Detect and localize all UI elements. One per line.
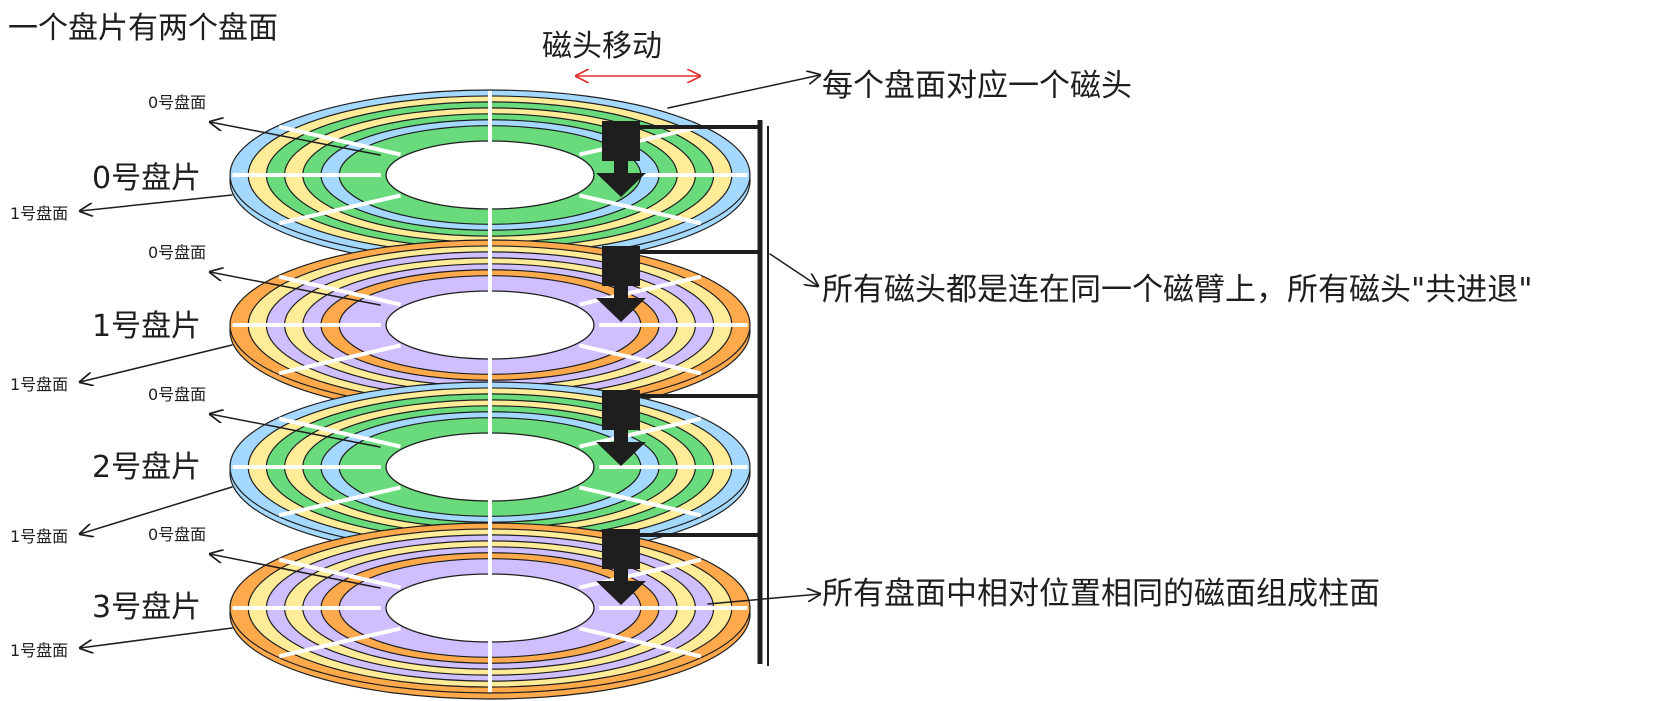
- bottom-surface-label: 1号盘面: [10, 204, 68, 223]
- top-surface-leader: [210, 122, 381, 156]
- top-surface-label: 0号盘面: [148, 243, 206, 262]
- bottom-surface-label: 1号盘面: [10, 527, 68, 546]
- read-write-head: [596, 390, 760, 466]
- top-surface-label: 0号盘面: [148, 93, 206, 112]
- head-assembly: [596, 120, 769, 666]
- head-down-arrow: [596, 298, 646, 322]
- bottom-surface-leader: [80, 627, 233, 648]
- platter-label: 0号盘片: [92, 161, 201, 196]
- sector-divider: [278, 485, 401, 518]
- platter-stack: 0号盘片 0号盘面 1号盘面 1号盘片 0号盘面 1号盘面 2号盘片 0号盘面 1号盘面 3号盘片…: [10, 89, 751, 700]
- annotation-cylinder: 所有盘面中相对位置相同的磁面组成柱面: [707, 576, 1380, 612]
- bottom-surface-leader: [80, 194, 233, 211]
- platter-label: 1号盘片: [92, 309, 201, 344]
- top-surface-label: 0号盘面: [148, 525, 206, 544]
- read-write-head: [596, 121, 760, 197]
- sector-divider: [579, 124, 702, 157]
- head-stem: [614, 286, 628, 298]
- head-slider: [602, 121, 640, 161]
- bottom-surface-label: 1号盘面: [10, 641, 68, 660]
- top-surface-label: 0号盘面: [148, 385, 206, 404]
- cylinder-leader: [707, 594, 820, 605]
- per-surface-head-leader: [667, 75, 820, 109]
- sector-divider: [579, 485, 702, 518]
- platter-label: 2号盘片: [92, 450, 201, 485]
- sector-divider: [278, 124, 401, 157]
- sector-divider: [278, 274, 401, 307]
- read-write-head: [596, 246, 760, 322]
- cylinder-text: 所有盘面中相对位置相同的磁面组成柱面: [822, 576, 1380, 612]
- sector-divider: [579, 193, 702, 226]
- read-write-head: [596, 529, 760, 605]
- sector-divider: [579, 626, 702, 659]
- sector-divider: [278, 193, 401, 226]
- top-surface-leader: [210, 554, 381, 589]
- annotation-arm: 所有磁头都是连在同一个磁臂上，所有磁头"共进退": [769, 253, 1533, 308]
- head-slider: [602, 246, 640, 286]
- platter-label: 3号盘片: [92, 590, 201, 625]
- bottom-surface-leader: [80, 486, 233, 534]
- head-down-arrow: [596, 442, 646, 466]
- platter-0: 0号盘片 0号盘面 1号盘面: [10, 89, 751, 267]
- sector-divider: [579, 416, 702, 449]
- bottom-surface-leader: [80, 344, 233, 382]
- annotation-per-surface-head: 每个盘面对应一个磁头: [667, 68, 1132, 109]
- sector-divider: [278, 416, 401, 449]
- sector-divider: [278, 343, 401, 376]
- bottom-surface-label: 1号盘面: [10, 375, 68, 394]
- head-down-arrow: [596, 173, 646, 197]
- arm-text: 所有磁头都是连在同一个磁臂上，所有磁头"共进退": [822, 272, 1533, 308]
- head-slider: [602, 390, 640, 430]
- sector-divider: [579, 343, 702, 376]
- top-surface-leader: [210, 272, 381, 306]
- sector-divider: [278, 557, 401, 590]
- top-surface-leader: [210, 414, 381, 448]
- head-stem: [614, 161, 628, 173]
- head-down-arrow: [596, 581, 646, 605]
- head-slider: [602, 529, 640, 569]
- sector-divider: [278, 626, 401, 659]
- head-stem: [614, 569, 628, 581]
- per-surface-head-text: 每个盘面对应一个磁头: [822, 68, 1132, 104]
- head-stem: [614, 430, 628, 442]
- head-move-indicator: 磁头移动: [542, 29, 700, 76]
- arm-leader: [769, 253, 818, 286]
- page-title: 一个盘片有两个盘面: [8, 11, 278, 46]
- head-move-label: 磁头移动: [542, 29, 662, 64]
